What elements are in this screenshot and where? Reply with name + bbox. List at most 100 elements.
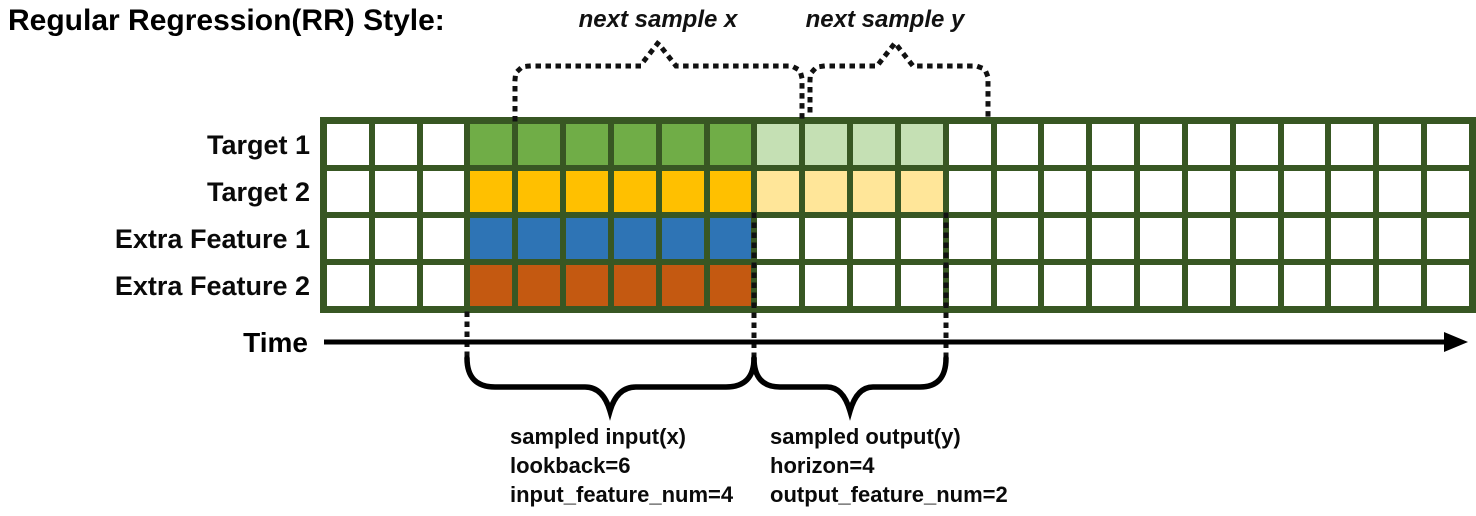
grid-cell	[566, 171, 608, 212]
grid-cell	[1427, 171, 1469, 212]
grid-cell	[422, 265, 465, 306]
grid-cell	[613, 265, 656, 306]
grid-cell	[518, 218, 561, 259]
grid-cell	[709, 171, 752, 212]
grid-cell	[1092, 265, 1135, 306]
grid-cell	[996, 265, 1039, 306]
grid-cell	[1331, 124, 1374, 165]
grid-cell	[948, 124, 991, 165]
grid-cell	[757, 124, 800, 165]
sampled-input-lookback: lookback=6	[510, 453, 631, 478]
grid-cell	[374, 171, 417, 212]
sampled-input-brace	[464, 355, 757, 421]
grid-cell	[661, 218, 704, 259]
grid-cell	[327, 171, 369, 212]
grid-cell	[1187, 265, 1230, 306]
diagram-title: Regular Regression(RR) Style:	[8, 4, 445, 37]
grid-cell	[1427, 265, 1469, 306]
grid-cell	[1140, 124, 1182, 165]
grid-cell	[613, 218, 656, 259]
grid-cell	[757, 171, 800, 212]
row-label-target-1: Target 1	[206, 130, 310, 160]
sampled-output-horizon: horizon=4	[770, 453, 875, 478]
grid-cell	[948, 171, 991, 212]
grid-cell	[1092, 218, 1135, 259]
grid-cell	[900, 218, 943, 259]
grid-cell	[1044, 218, 1087, 259]
grid-cell	[900, 265, 943, 306]
grid-cell	[1379, 218, 1422, 259]
sample-grid	[320, 117, 1476, 313]
grid-cell	[996, 218, 1039, 259]
grid-cell	[661, 124, 704, 165]
grid-cell	[1044, 265, 1087, 306]
grid-cell	[661, 265, 704, 306]
sampled-input-annotation: sampled input(x) lookback=6 input_featur…	[510, 422, 733, 509]
grid-cell	[1235, 124, 1278, 165]
time-axis-label: Time	[243, 327, 308, 358]
grid-cell	[805, 265, 848, 306]
grid-cell	[470, 124, 513, 165]
grid-cell	[757, 218, 800, 259]
grid-cell	[1427, 124, 1469, 165]
next-sample-y-brace	[807, 38, 991, 122]
grid-cell	[709, 218, 752, 259]
grid-cell	[1140, 265, 1182, 306]
grid-cell	[1379, 171, 1422, 212]
grid-cell	[566, 218, 608, 259]
grid-cell	[327, 124, 369, 165]
grid-cell	[1187, 171, 1230, 212]
grid-cell	[566, 124, 608, 165]
grid-cell	[1044, 124, 1087, 165]
grid-cell	[374, 265, 417, 306]
grid-cell	[1235, 218, 1278, 259]
sampled-input-feature-num: input_feature_num=4	[510, 482, 734, 507]
grid-cell	[805, 218, 848, 259]
sampled-output-title: sampled output(y)	[770, 424, 961, 449]
grid-cell	[1140, 171, 1182, 212]
grid-cell	[1092, 124, 1135, 165]
grid-cell	[1140, 218, 1182, 259]
sampled-output-annotation: sampled output(y) horizon=4 output_featu…	[770, 422, 1008, 509]
grid-cell	[422, 124, 465, 165]
grid-cell	[1235, 171, 1278, 212]
grid-cell	[757, 265, 800, 306]
grid-cell	[422, 171, 465, 212]
grid-cell	[1331, 171, 1374, 212]
grid-cell	[805, 124, 848, 165]
grid-cell	[853, 218, 895, 259]
grid-cell	[518, 171, 561, 212]
grid-cell	[518, 265, 561, 306]
grid-cell	[1283, 124, 1326, 165]
grid-cell	[1187, 218, 1230, 259]
row-label-extra-feature-2: Extra Feature 2	[114, 271, 310, 301]
grid-cell	[948, 218, 991, 259]
sampled-output-brace	[751, 355, 949, 421]
grid-cell	[566, 265, 608, 306]
grid-cell	[1379, 124, 1422, 165]
grid-cell	[1092, 171, 1135, 212]
grid-cell	[900, 124, 943, 165]
grid-cell	[661, 171, 704, 212]
grid-cell	[518, 124, 561, 165]
grid-cell	[613, 171, 656, 212]
grid-cell	[900, 171, 943, 212]
grid-cell	[805, 171, 848, 212]
grid-cell	[853, 124, 895, 165]
grid-cell	[470, 265, 513, 306]
grid-cell	[853, 171, 895, 212]
grid-cell	[1044, 171, 1087, 212]
grid-cell	[613, 124, 656, 165]
grid-cell	[470, 171, 513, 212]
grid-cell	[1283, 218, 1326, 259]
grid-cell	[327, 218, 369, 259]
grid-cell	[374, 124, 417, 165]
grid-cell	[709, 124, 752, 165]
time-axis-arrow-head	[1444, 332, 1468, 352]
grid-cell	[374, 218, 417, 259]
grid-cell	[1235, 265, 1278, 306]
grid-cell	[1283, 265, 1326, 306]
grid-cell	[1283, 171, 1326, 212]
next-sample-x-brace	[512, 38, 805, 122]
